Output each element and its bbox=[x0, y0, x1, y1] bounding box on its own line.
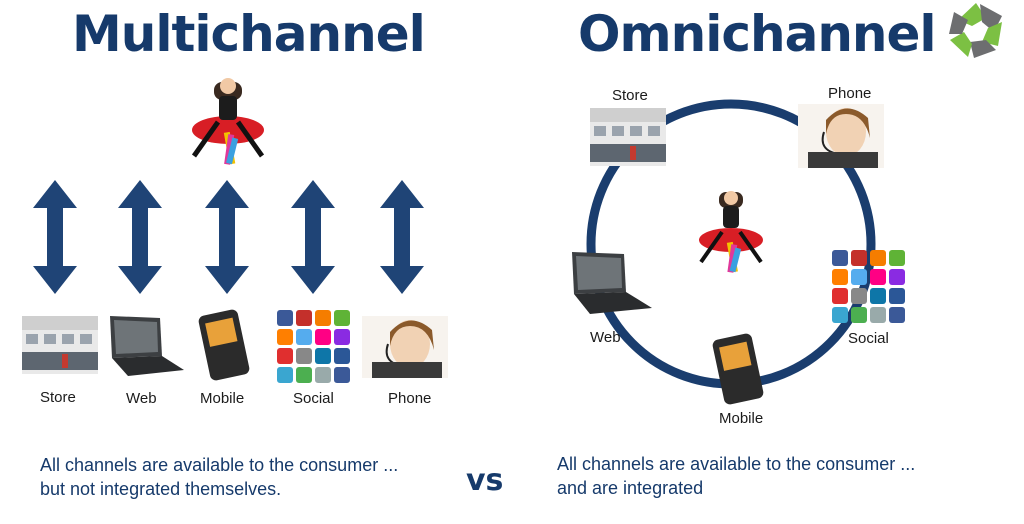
mobile-image-left bbox=[198, 309, 250, 381]
arrow-store bbox=[33, 180, 77, 294]
laptop-image-right bbox=[572, 252, 652, 314]
phone-agent-image-right bbox=[798, 104, 884, 168]
omni-label-web: Web bbox=[590, 329, 621, 346]
omnichannel-caption-line2: and are integrated bbox=[557, 478, 704, 498]
laptop-image-left bbox=[110, 316, 184, 376]
multichannel-caption-line2: but not integrated themselves. bbox=[40, 479, 282, 499]
multichannel-title: Multichannel bbox=[72, 5, 426, 63]
store-image-left bbox=[22, 316, 98, 374]
arrow-mobile bbox=[205, 180, 249, 294]
arrow-web bbox=[118, 180, 162, 294]
phone-agent-image-left bbox=[362, 316, 448, 378]
vs-label: vs bbox=[466, 463, 504, 498]
channel-label-mobile: Mobile bbox=[200, 390, 245, 407]
multichannel-caption-line1: All channels are available to the consum… bbox=[40, 455, 399, 475]
arrow-phone bbox=[380, 180, 424, 294]
channel-label-phone: Phone bbox=[388, 390, 432, 407]
store-image-right bbox=[590, 108, 666, 166]
channel-label-social: Social bbox=[293, 390, 334, 407]
multichannel-caption: All channels are available to the consum… bbox=[40, 453, 398, 501]
social-icons-right bbox=[832, 250, 905, 323]
mobile-image-right bbox=[712, 333, 764, 405]
channel-label-web: Web bbox=[126, 390, 157, 407]
omni-label-phone: Phone bbox=[828, 85, 872, 102]
omnichannel-caption-line1: All channels are available to the consum… bbox=[557, 454, 916, 474]
omni-label-mobile: Mobile bbox=[719, 410, 764, 427]
omnichannel-title: Omnichannel bbox=[578, 5, 937, 63]
omni-label-social: Social bbox=[848, 330, 889, 347]
omnichannel-caption: All channels are available to the consum… bbox=[557, 452, 915, 500]
omni-label-store: Store bbox=[612, 87, 648, 104]
channel-label-store: Store bbox=[40, 389, 76, 406]
social-icons-left bbox=[277, 310, 350, 383]
arrow-social bbox=[291, 180, 335, 294]
